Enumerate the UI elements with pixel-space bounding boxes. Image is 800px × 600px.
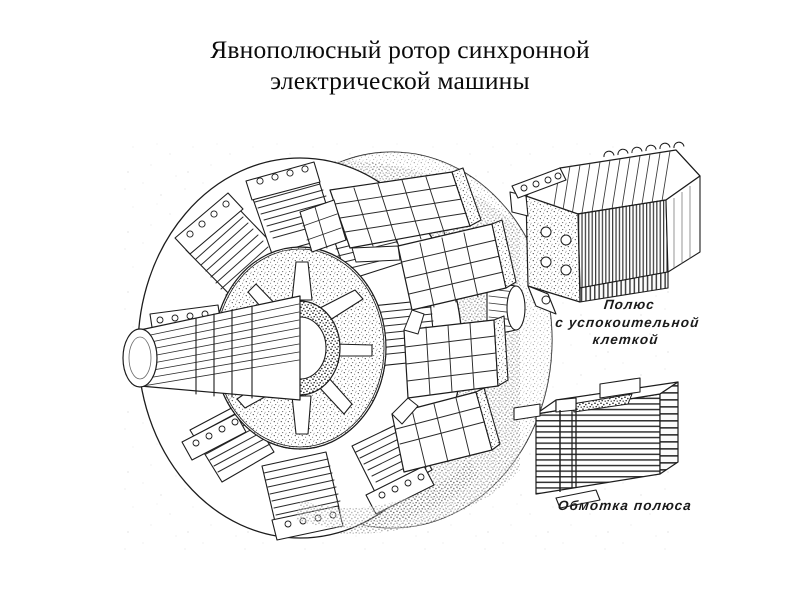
pole-face bbox=[403, 315, 509, 399]
pole-face bbox=[391, 387, 501, 473]
rotor-shaft bbox=[122, 295, 301, 401]
pole-faces-with-damper-bars bbox=[299, 167, 517, 473]
detail-pole-winding bbox=[513, 377, 679, 509]
caption-pole-with-damper-cage: Полюс с успокоительной клеткой bbox=[554, 297, 701, 347]
rotor-assembly bbox=[122, 151, 553, 541]
pole-shoe-wing bbox=[509, 167, 567, 217]
pole-face bbox=[299, 199, 347, 253]
pole-side-plate bbox=[525, 195, 581, 315]
pole-face bbox=[329, 167, 482, 249]
pole-face bbox=[397, 219, 517, 311]
assembly-shadow bbox=[296, 460, 478, 529]
caption-pole-winding: Обмотка полюса bbox=[557, 498, 693, 513]
damper-bar-slots bbox=[603, 141, 685, 158]
detail-pole-with-damper-cage bbox=[509, 141, 701, 315]
page-title: Явнополюсный ротор синхронной электричес… bbox=[210, 35, 590, 95]
rim-keeper-plates bbox=[351, 245, 425, 425]
